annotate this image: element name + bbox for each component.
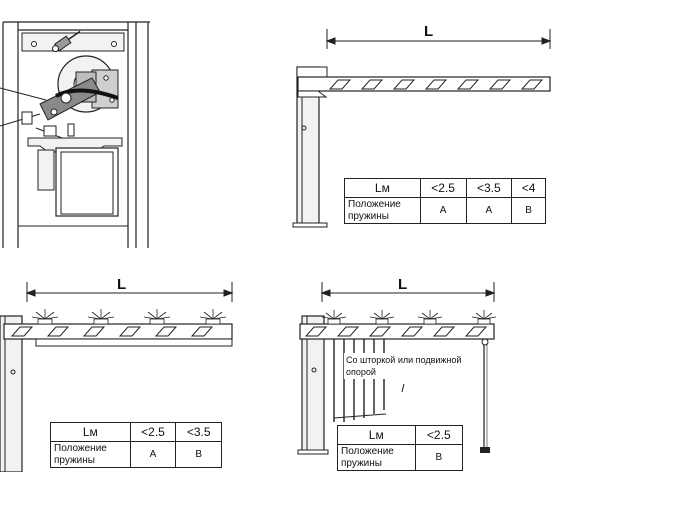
dimension-label: L bbox=[424, 23, 433, 40]
dimension-label: L bbox=[117, 276, 126, 293]
boom-light-icon bbox=[143, 309, 171, 325]
boom-light-icon bbox=[199, 309, 227, 325]
barrier-plain-boom-drawing: L bbox=[292, 23, 552, 228]
spring-position-value: B bbox=[175, 441, 222, 468]
length-column: <3.5 bbox=[175, 422, 222, 442]
lock-icon bbox=[301, 125, 307, 131]
table-header-row: Lм <2.5 <3.5 <4 bbox=[344, 178, 546, 198]
accessory-note: Со шторкой или подвижной bbox=[346, 355, 461, 365]
barrier-skirt-support-drawing: L bbox=[297, 276, 497, 455]
lock-icon bbox=[10, 369, 16, 375]
control-box bbox=[55, 147, 119, 217]
housing-base bbox=[292, 222, 328, 228]
spring-position-value: B bbox=[511, 197, 546, 224]
length-column: <2.5 bbox=[129, 422, 177, 442]
moving-support bbox=[480, 338, 490, 453]
bolt-icon bbox=[31, 41, 37, 47]
length-column: <2.5 bbox=[414, 425, 464, 445]
boom-skirt bbox=[333, 339, 405, 422]
barrier-lights-boom-drawing: L bbox=[0, 276, 234, 472]
length-header: Lм bbox=[344, 178, 421, 198]
boom-light-icon bbox=[471, 310, 497, 325]
boom-light-icon bbox=[87, 309, 115, 325]
lock-icon bbox=[311, 367, 317, 373]
balancing-lever bbox=[39, 77, 119, 121]
spring-position-value: B bbox=[414, 444, 464, 471]
boom bbox=[3, 323, 233, 347]
side-plate bbox=[37, 149, 55, 191]
dimension-line bbox=[325, 29, 552, 49]
control-box-inner bbox=[60, 151, 114, 215]
dimension-line bbox=[25, 282, 234, 302]
dimension-label: L bbox=[398, 276, 407, 293]
boom bbox=[299, 323, 495, 340]
boom-light-icon bbox=[417, 310, 443, 325]
length-column: <3.5 bbox=[465, 178, 513, 198]
bracket bbox=[21, 111, 75, 137]
boom-light-icon bbox=[369, 310, 395, 325]
bolt-icon bbox=[103, 75, 109, 81]
bolt-icon bbox=[111, 41, 117, 47]
cabinet-frame bbox=[2, 21, 150, 248]
cabinet-interior-drawing bbox=[0, 21, 150, 248]
spring-position-value: A bbox=[465, 197, 513, 224]
spring-position-value: A bbox=[129, 441, 177, 468]
length-header: Lм bbox=[50, 422, 131, 442]
spring-position-value: A bbox=[419, 197, 467, 224]
housing-cap bbox=[296, 66, 328, 78]
table-header-row: Lм <2.5 bbox=[337, 425, 464, 445]
length-column: <2.5 bbox=[419, 178, 467, 198]
boom-light-icon bbox=[31, 309, 59, 325]
boom-light-icon bbox=[321, 310, 347, 325]
length-column: <4 bbox=[511, 178, 546, 198]
limit-switch bbox=[51, 30, 81, 53]
length-header: Lм bbox=[337, 425, 416, 445]
dimension-line bbox=[320, 282, 496, 302]
table-header-row: Lм <2.5 <3.5 bbox=[50, 422, 222, 442]
accessory-note: опорой bbox=[346, 367, 376, 377]
top-plate bbox=[21, 32, 125, 52]
boom bbox=[297, 76, 551, 98]
